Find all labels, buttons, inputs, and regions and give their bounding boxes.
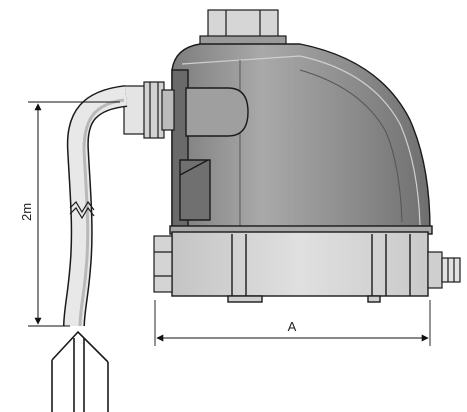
cable-end (51, 330, 109, 412)
dome-housing (171, 43, 431, 231)
height-dimension: 2m (19, 101, 120, 327)
cable-gland (123, 81, 175, 139)
base-housing (169, 225, 433, 303)
width-dimension: A (154, 300, 431, 346)
top-connector (199, 9, 287, 47)
width-dimension-label: A (288, 319, 297, 334)
left-base-connector (153, 235, 173, 293)
cable (63, 85, 128, 327)
right-base-connector (427, 251, 461, 289)
height-dimension-label: 2m (19, 203, 34, 221)
